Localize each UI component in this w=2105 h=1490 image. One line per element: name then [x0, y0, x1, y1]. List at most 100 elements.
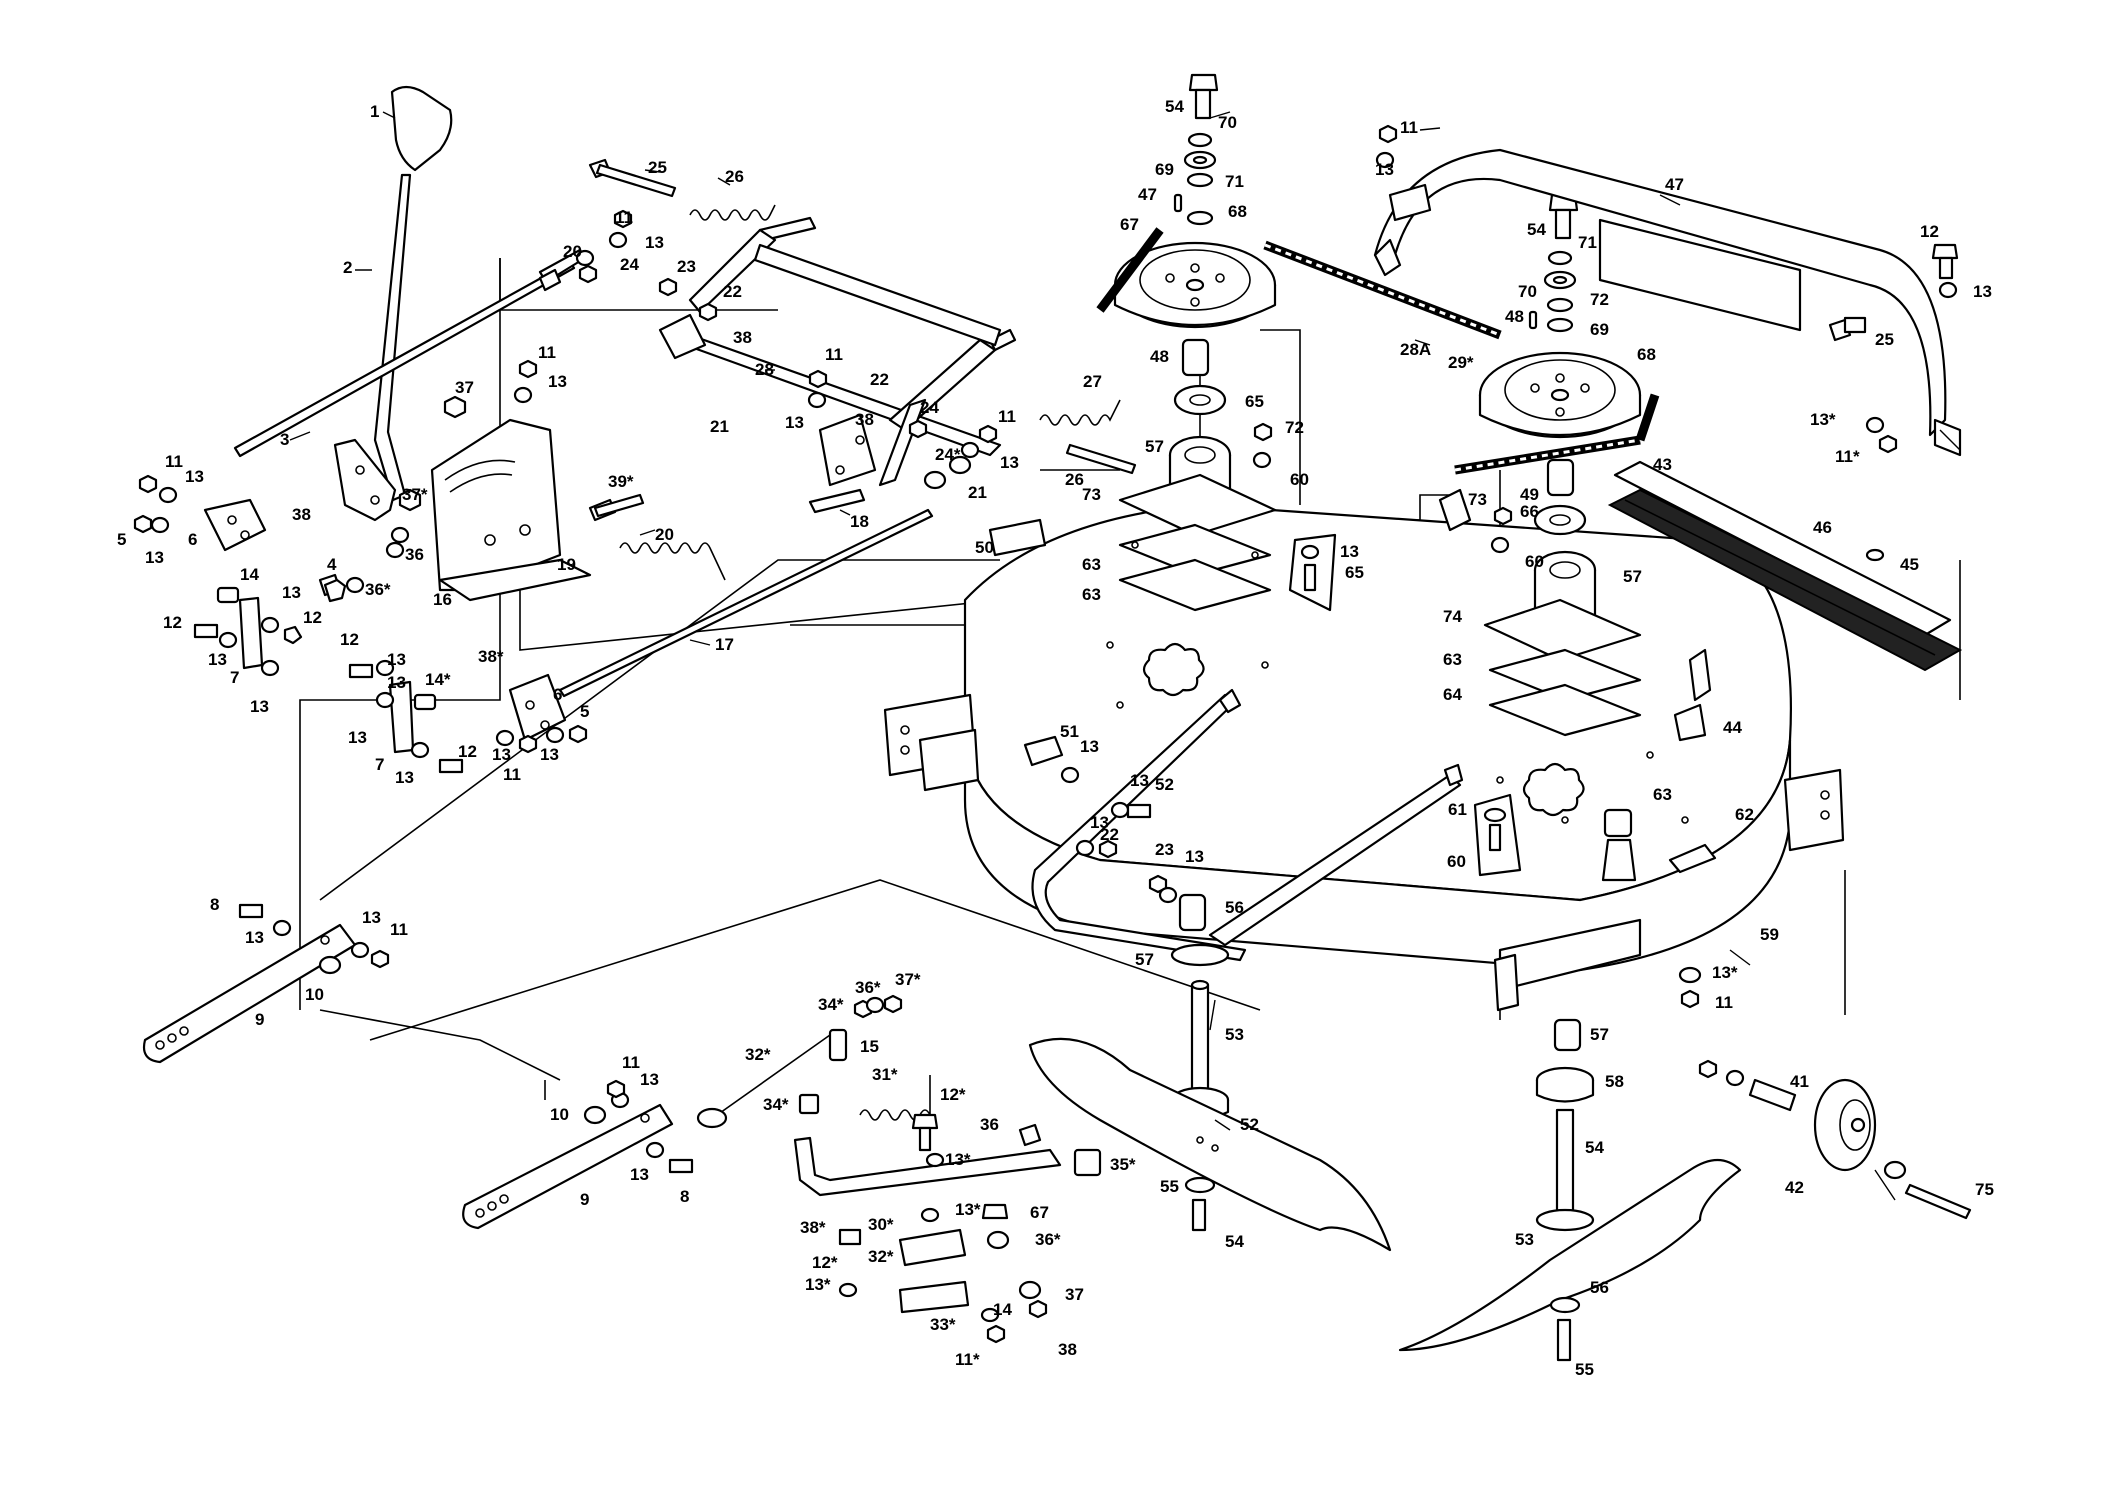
callout-57: 57: [1135, 950, 1154, 969]
callout-36-star: 37: [1065, 1285, 1084, 1304]
callout-13: 13: [630, 1165, 649, 1184]
callout-32-star: 33*: [930, 1315, 956, 1334]
callout-7: 7: [375, 755, 384, 774]
callout-63: 63: [1082, 585, 1101, 604]
callout-68: 69: [1590, 320, 1609, 339]
callout-23: 23: [677, 257, 696, 276]
right-blade-assembly: [1398, 1018, 1742, 1362]
callout-71: 71: [1225, 172, 1244, 191]
callout-64: 65: [1345, 563, 1364, 582]
callout-11: 11: [1400, 118, 1418, 137]
callout-31-star: 32*: [745, 1045, 771, 1064]
callout-28: 28A: [1400, 340, 1431, 359]
callout-6: 6: [553, 685, 562, 704]
callout-52: 53: [1515, 1230, 1534, 1249]
callout-13-star: 13*: [805, 1275, 831, 1294]
callout-37: 37: [455, 378, 474, 397]
callout-16: 17: [715, 635, 734, 654]
callout-13: 13: [348, 728, 367, 747]
callout-27: 28: [755, 360, 774, 379]
callout-leaders: [289, 111, 1961, 1201]
callout-26: 27: [1083, 372, 1102, 391]
callout-10: 10: [550, 1105, 569, 1124]
callout-38: 38*: [478, 647, 504, 666]
callout-26: 26: [725, 167, 744, 186]
callout-57: 57: [1623, 567, 1642, 586]
callout-11: 11: [825, 345, 843, 364]
callout-36: 36*: [365, 580, 391, 599]
callout-73: 73: [1082, 485, 1101, 504]
callout-52: 52: [1240, 1115, 1259, 1134]
callout-15: 16: [433, 590, 452, 609]
callout-13-star: 13*: [955, 1200, 981, 1219]
callout-37: 37*: [402, 485, 428, 504]
callout-14-star: 15: [860, 1037, 879, 1056]
callout-12: 12: [340, 630, 359, 649]
callout-38-star: 38*: [800, 1218, 826, 1237]
baffle-assembly: [1607, 460, 1963, 672]
callout-6: 6: [188, 530, 197, 549]
callout-62: 63: [1653, 785, 1672, 804]
callout-71: 72: [1590, 290, 1609, 309]
callout-47: 47: [1138, 185, 1157, 204]
callout-29-star: 30*: [868, 1215, 894, 1234]
callout-20: 21: [968, 483, 987, 502]
callout-5: 5: [580, 702, 589, 721]
callout-63: 63: [1082, 555, 1101, 574]
callout-13: 13: [1375, 160, 1394, 179]
callout-53: 54: [1585, 1138, 1604, 1157]
callout-72: 72: [1285, 418, 1304, 437]
decal-43: [1673, 703, 1707, 742]
callout-34-star: 34*: [763, 1095, 789, 1114]
callout-69: 70: [1518, 282, 1537, 301]
callout-12: 12: [303, 608, 322, 627]
callout-74: 75: [1975, 1180, 1994, 1199]
callout-54: 55: [1575, 1360, 1594, 1379]
lift-lever: [373, 173, 412, 502]
callout-13-star: 14: [993, 1300, 1012, 1319]
callout-61: 62: [1735, 805, 1754, 824]
callout-44: 45: [1900, 555, 1919, 574]
callout-13: 13: [362, 908, 381, 927]
callout-21: 22: [870, 370, 889, 389]
callout-19: 20: [655, 525, 674, 544]
callout-37-star: 37*: [895, 970, 921, 989]
callout-13: 13: [785, 413, 804, 432]
callout-13: 13: [250, 697, 269, 716]
callout-45: 46: [1813, 518, 1832, 537]
callout-13: 13: [492, 745, 511, 764]
belt-guard: [1373, 148, 1962, 457]
callout-24-star: 25: [1875, 330, 1894, 349]
callout-12-star: 12*: [812, 1253, 838, 1272]
drag-links: [142, 923, 674, 1230]
callout-8: 8: [680, 1187, 689, 1206]
callout-56: 57: [1590, 1025, 1609, 1044]
callout-43: 44: [1723, 718, 1742, 737]
callout-1: 1: [370, 102, 379, 121]
callout-13: 13: [387, 650, 406, 669]
callout-23: 24: [920, 398, 939, 417]
callout-10: 10: [305, 985, 324, 1004]
callout-5: 5: [117, 530, 126, 549]
callout-13: 13: [395, 768, 414, 787]
callout-13: 13: [540, 745, 559, 764]
callout-8: 8: [210, 895, 219, 914]
callout-60: 60: [1290, 470, 1309, 489]
callout-11: 11: [1715, 993, 1733, 1012]
callout-48: 49: [1520, 485, 1539, 504]
callout-46: 47: [1665, 175, 1684, 194]
callout-9: 9: [255, 1010, 264, 1029]
callout-33-star: 34*: [818, 995, 844, 1014]
gauge-wheel: [1748, 1078, 1972, 1220]
callout-35-star: 36: [980, 1115, 999, 1134]
callout-4: 4: [327, 555, 337, 574]
callout-13: 13: [245, 928, 264, 947]
callout-14: 14: [240, 565, 259, 584]
callout-47: 48: [1505, 307, 1524, 326]
callout-58: 59: [1760, 925, 1779, 944]
callout-65: 66: [1520, 502, 1539, 521]
callout-12: 12: [163, 613, 182, 632]
callout-13: 13: [548, 372, 567, 391]
callout-11-star: 11*: [955, 1350, 980, 1369]
